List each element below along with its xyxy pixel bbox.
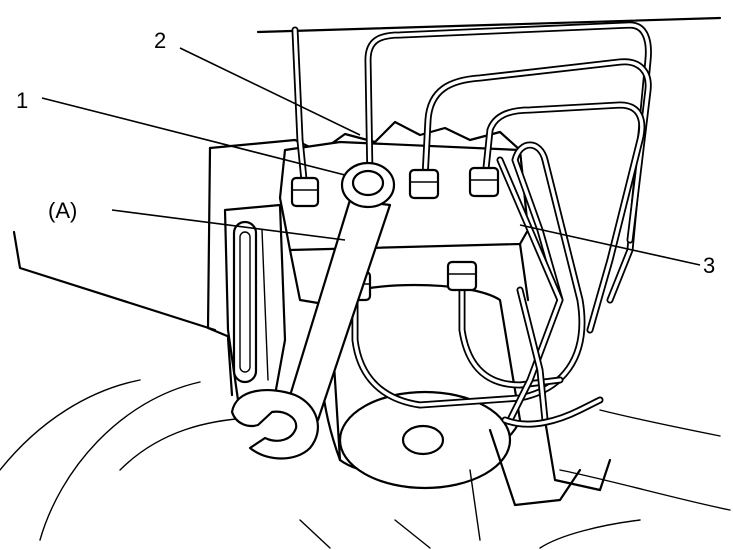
leader-line-3 [519, 224, 701, 266]
flare-nut-lower-right [446, 260, 478, 292]
brake-pipes [291, 21, 652, 428]
flare-nut-left [290, 176, 320, 208]
pump-motor [319, 283, 522, 490]
callout-label-2: 2 [154, 28, 166, 53]
leader-line-a [111, 209, 346, 241]
hydraulic-unit-body [278, 140, 530, 307]
leader-line-2 [179, 47, 361, 136]
flare-nut-wrench [230, 161, 396, 460]
callout-label-3: 3 [703, 253, 715, 278]
leader-lines [41, 47, 701, 266]
flare-nut-center-left [408, 168, 440, 200]
callout-label-a: (A) [48, 198, 77, 223]
leader-line-1 [41, 97, 346, 176]
lower-brackets [299, 418, 612, 549]
mounting-bracket [223, 203, 287, 402]
callout-label-1: 1 [16, 88, 28, 113]
flare-nut-center-right [468, 166, 500, 198]
